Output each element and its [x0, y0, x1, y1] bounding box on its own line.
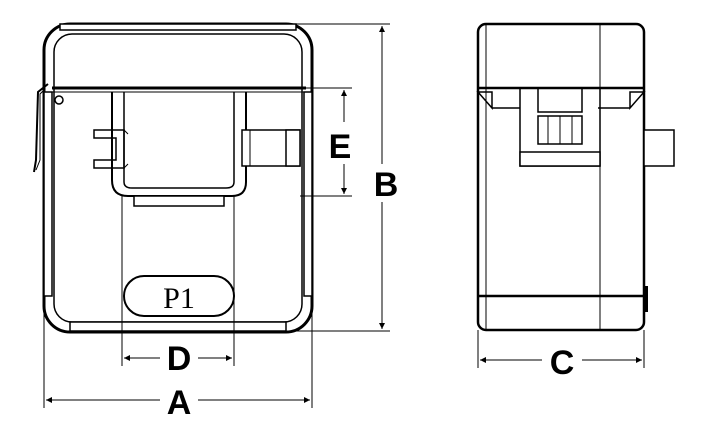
- hinge-clip: [33, 83, 49, 173]
- indicator-dot: [54, 95, 64, 105]
- dimension-a-label: A: [167, 384, 192, 422]
- bottom-band: [69, 321, 287, 332]
- side-view: C: [476, 22, 675, 382]
- side-protrusion: [643, 129, 675, 167]
- p1-marking-pill: [123, 275, 235, 317]
- dimension-e-label: E: [329, 128, 352, 166]
- left-clip: [93, 129, 125, 169]
- top-band: [59, 23, 297, 31]
- p1-marking: P1: [163, 282, 195, 315]
- side-body-outline: [476, 22, 646, 332]
- window-opening: [111, 92, 247, 197]
- front-view: P1 E B D A: [33, 22, 399, 422]
- dimension-b-label: B: [374, 166, 399, 204]
- dimension-c-label: C: [550, 344, 575, 382]
- dimension-d-label: D: [167, 340, 192, 378]
